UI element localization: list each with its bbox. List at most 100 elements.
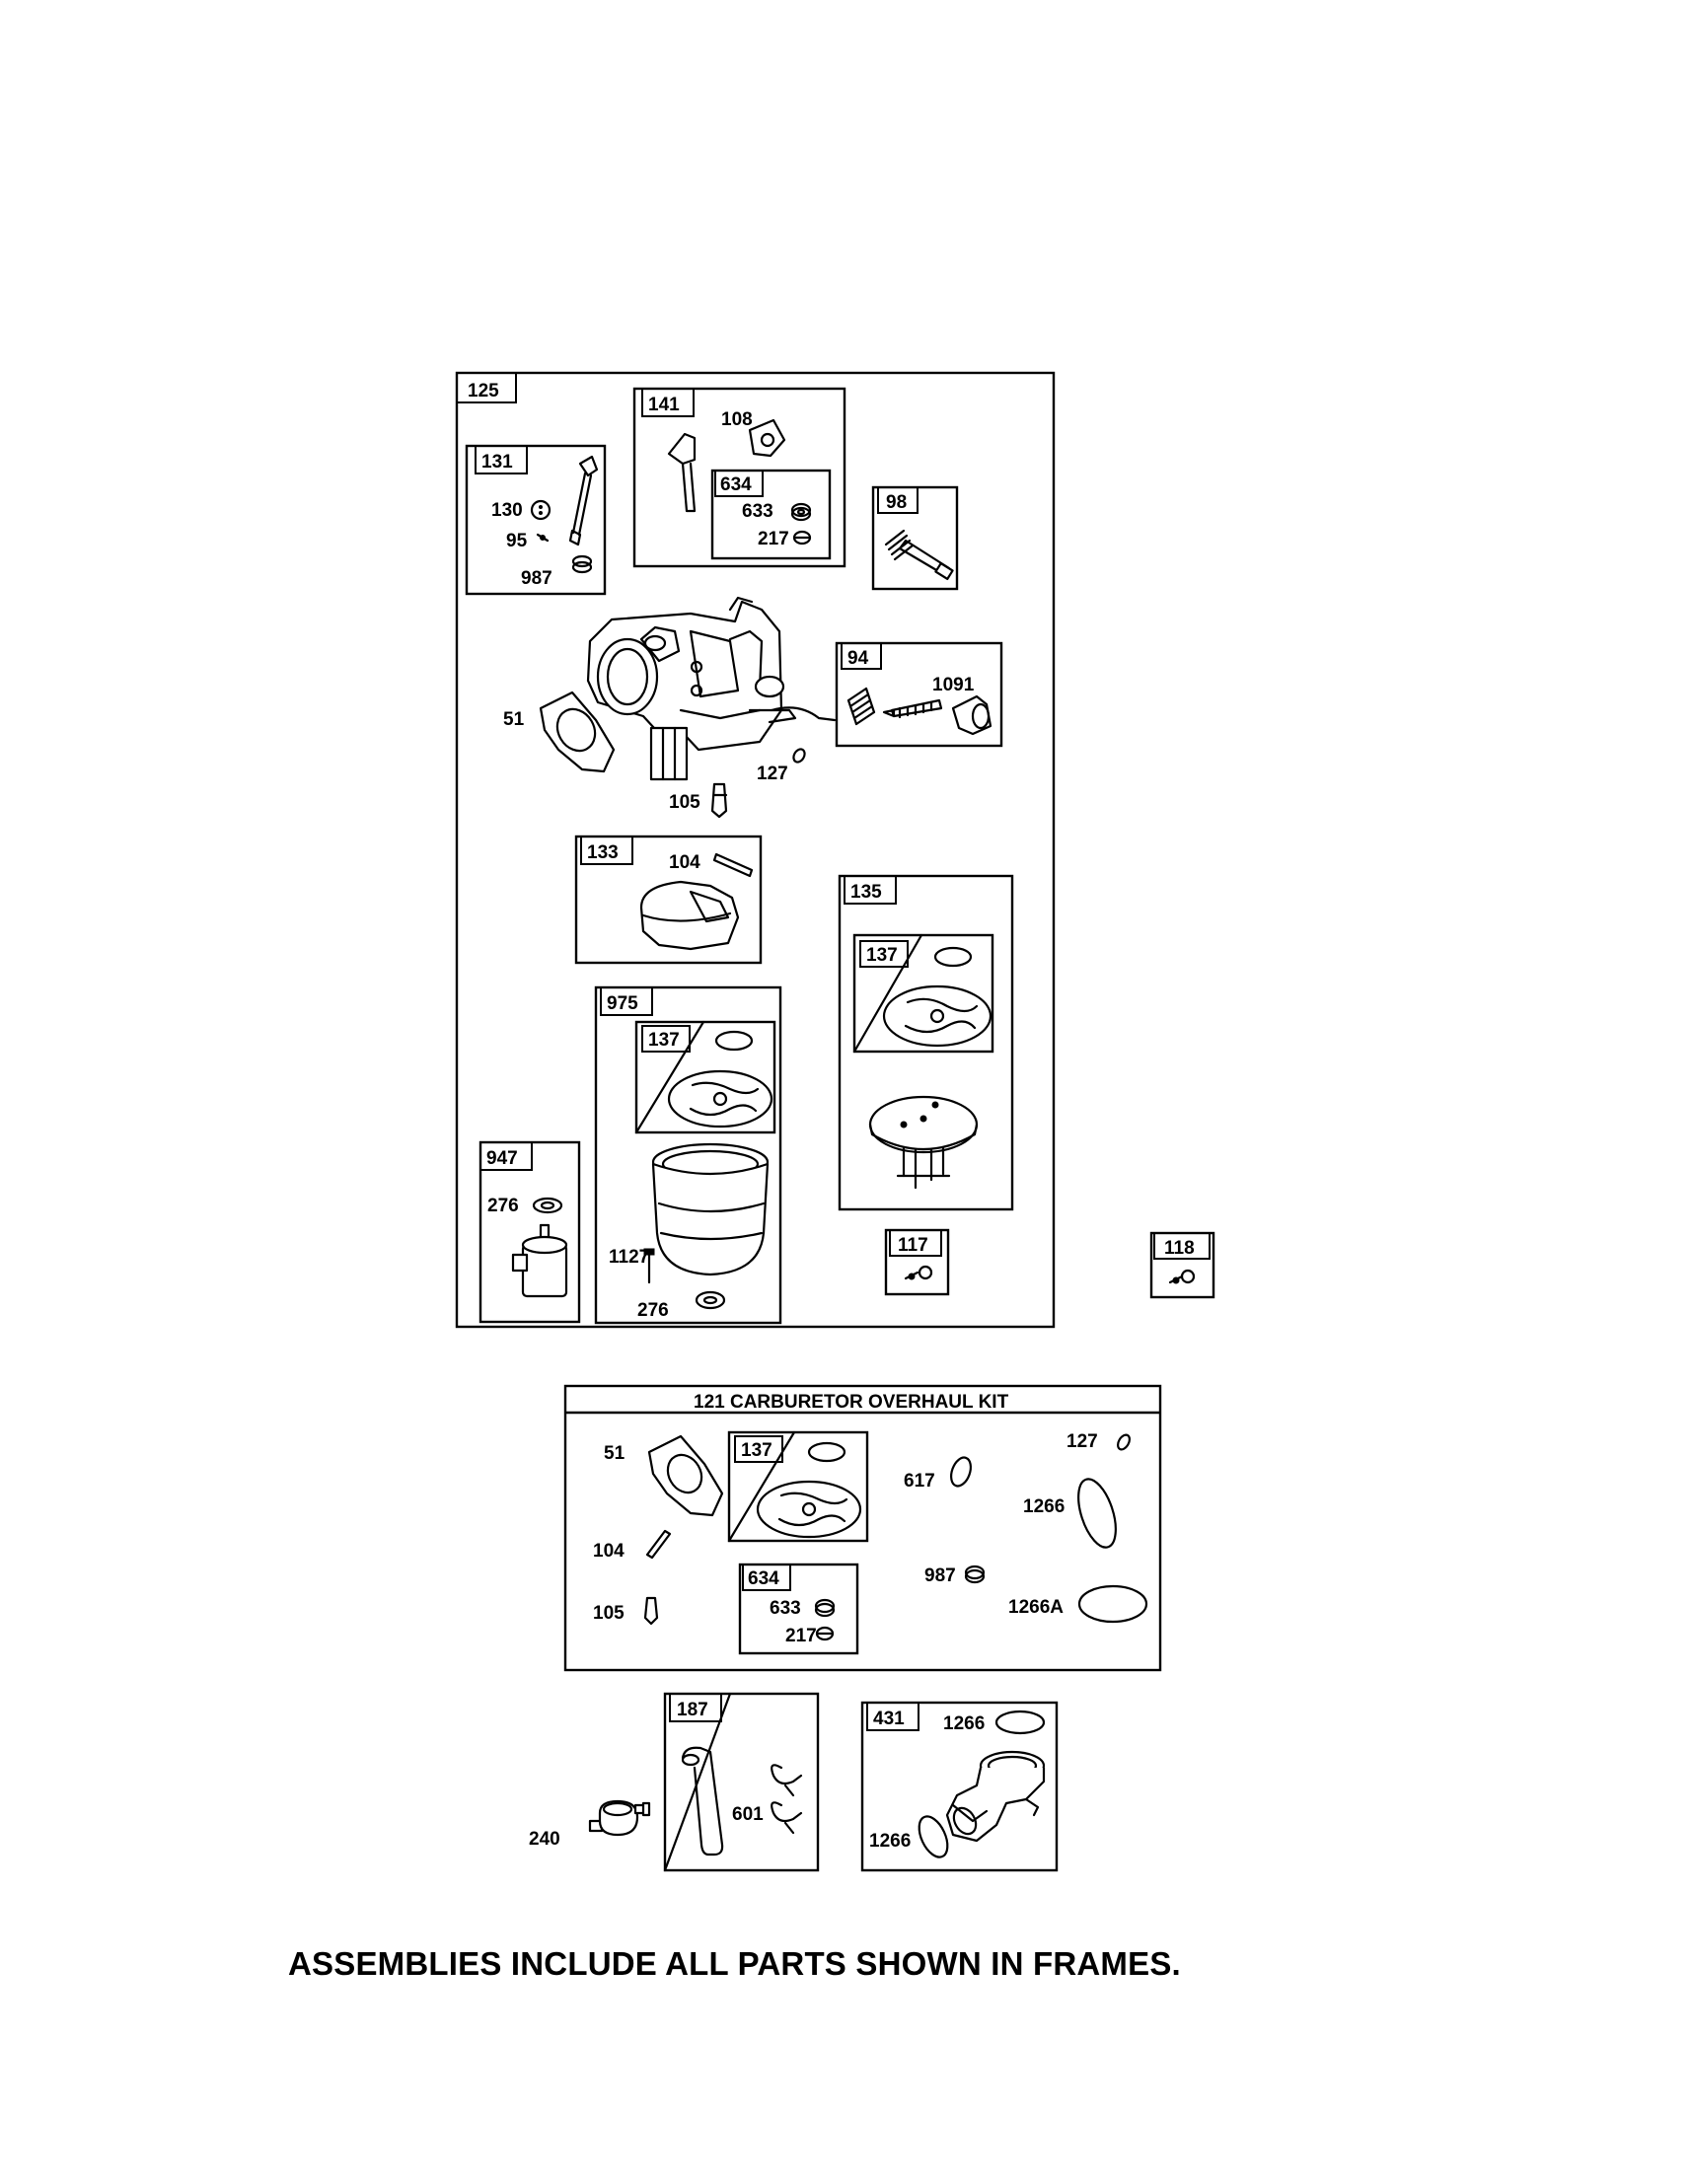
mixture-screw-icon <box>882 698 943 719</box>
frame-135[interactable]: 135 137 <box>838 874 1014 1211</box>
frame-137-gasket-set-3[interactable]: 137 <box>727 1430 869 1543</box>
small-o-ring-icon <box>1117 1433 1131 1451</box>
frame-431[interactable]: 431 1266 1266 <box>860 1701 1059 1872</box>
label-633: 633 <box>770 1598 801 1619</box>
o-ring-icon <box>933 946 973 968</box>
label-108: 108 <box>721 409 753 430</box>
carburetor-body-icon <box>586 596 837 781</box>
float-icon <box>639 880 740 951</box>
label-127: 127 <box>757 764 788 784</box>
frame-133[interactable]: 133 104 <box>574 835 763 965</box>
inlet-needle-icon <box>710 782 728 819</box>
frame-94-tag: 94 <box>847 648 869 669</box>
o-ring-icon <box>714 1030 754 1052</box>
label-1127: 1127 <box>609 1247 649 1268</box>
frame-121-overhaul-kit[interactable]: 121 CARBURETOR OVERHAUL KIT 51 104 105 1… <box>563 1384 1162 1672</box>
o-ring-icon <box>807 1441 846 1463</box>
label-217: 217 <box>785 1626 817 1646</box>
frame-975-tag: 975 <box>607 993 638 1014</box>
throttle-gasket-icon <box>748 418 786 458</box>
frame-98[interactable]: 98 <box>871 485 959 591</box>
label-633: 633 <box>742 501 773 522</box>
spring-icon <box>846 687 876 726</box>
frame-117[interactable]: 117 <box>884 1228 950 1296</box>
label-130: 130 <box>491 500 523 521</box>
label-987: 987 <box>924 1565 956 1586</box>
float-pin-icon <box>645 1529 672 1560</box>
frame-125-tag: 125 <box>468 381 499 401</box>
frame-133-tag: 133 <box>587 842 619 863</box>
limiter-cap-icon <box>951 694 993 736</box>
label-1266: 1266 <box>869 1831 911 1852</box>
seal-icon <box>815 1626 835 1641</box>
bowl-gasket-icon <box>667 1069 773 1128</box>
label-95: 95 <box>506 531 528 551</box>
frame-118[interactable]: 118 <box>1149 1231 1215 1299</box>
label-1266A: 1266A <box>1008 1597 1064 1618</box>
label-276: 276 <box>487 1196 519 1216</box>
washer-icon <box>814 1598 836 1618</box>
label-104: 104 <box>669 852 700 873</box>
frame-125[interactable]: 125 <box>455 371 1056 1329</box>
washer-icon <box>790 502 812 522</box>
throttle-shaft-icon <box>667 432 697 513</box>
label-127: 127 <box>1066 1431 1098 1452</box>
label-601: 601 <box>732 1804 764 1825</box>
frame-98-tag: 98 <box>886 492 907 513</box>
bushing-icon <box>571 554 593 574</box>
bowl-screw-icon <box>643 1248 655 1284</box>
label-1091: 1091 <box>932 675 975 695</box>
jet-icon <box>1168 1269 1196 1284</box>
jet-icon <box>904 1265 933 1280</box>
frame-634-lower[interactable]: 634 633 217 <box>738 1563 859 1655</box>
fuel-solenoid-icon <box>511 1223 568 1298</box>
frame-975[interactable]: 975 137 1127 <box>594 985 782 1325</box>
frame-137-tag: 137 <box>741 1440 772 1461</box>
bowl-gasket-icon <box>882 984 993 1048</box>
large-o-ring-icon <box>918 1815 949 1858</box>
frame-94[interactable]: 94 1091 <box>835 641 1003 748</box>
inlet-needle-icon <box>643 1596 659 1626</box>
fuel-filter-icon <box>588 1799 651 1837</box>
frame-431-tag: 431 <box>873 1709 905 1729</box>
o-ring-icon <box>950 1456 972 1488</box>
bowl-washer-icon <box>695 1290 726 1310</box>
assemblies-note: ASSEMBLIES INCLUDE ALL PARTS SHOWN IN FR… <box>288 1945 1181 1982</box>
frame-131-tag: 131 <box>481 452 513 473</box>
frame-947-tag: 947 <box>486 1148 518 1169</box>
frame-141[interactable]: 141 108 <box>632 387 846 568</box>
frame-137-tag: 137 <box>866 945 898 966</box>
frame-131[interactable]: 131 130 95 987 <box>465 444 607 596</box>
choke-shaft-icon <box>568 455 599 546</box>
frame-634-upper[interactable]: 634 633 217 <box>710 469 832 560</box>
label-51: 51 <box>604 1443 625 1464</box>
label-276: 276 <box>637 1300 669 1321</box>
label-104: 104 <box>593 1541 625 1562</box>
kit-title: 121 CARBURETOR OVERHAUL KIT <box>694 1392 1009 1413</box>
frame-187-tag: 187 <box>677 1700 708 1720</box>
frame-137-tag: 137 <box>648 1030 680 1051</box>
label-217: 217 <box>758 529 789 549</box>
bowl-gasket-icon <box>756 1480 862 1539</box>
hose-clamp-icon <box>771 1764 803 1835</box>
float-pin-icon <box>712 852 754 878</box>
label-51: 51 <box>503 709 525 730</box>
frame-187[interactable]: 187 601 <box>663 1692 820 1872</box>
label-105: 105 <box>669 792 700 813</box>
large-o-ring-icon <box>1077 1584 1148 1624</box>
frame-118-tag: 118 <box>1164 1238 1195 1259</box>
label-105: 105 <box>593 1603 625 1624</box>
frame-137-gasket-set-1[interactable]: 137 <box>852 933 994 1054</box>
label-240: 240 <box>529 1829 560 1850</box>
screw-icon <box>536 533 550 543</box>
frame-947[interactable]: 947 276 <box>478 1140 581 1324</box>
mounting-gasket-icon <box>539 691 616 773</box>
label-1266: 1266 <box>1023 1496 1065 1517</box>
frame-137-gasket-set-2[interactable]: 137 <box>634 1020 776 1134</box>
solenoid-washer-icon <box>532 1197 563 1214</box>
small-o-ring-icon <box>792 748 806 764</box>
large-o-ring-icon <box>994 1710 1046 1735</box>
fuel-bowl-icon <box>651 1142 770 1276</box>
idle-speed-screw-icon <box>884 529 954 581</box>
